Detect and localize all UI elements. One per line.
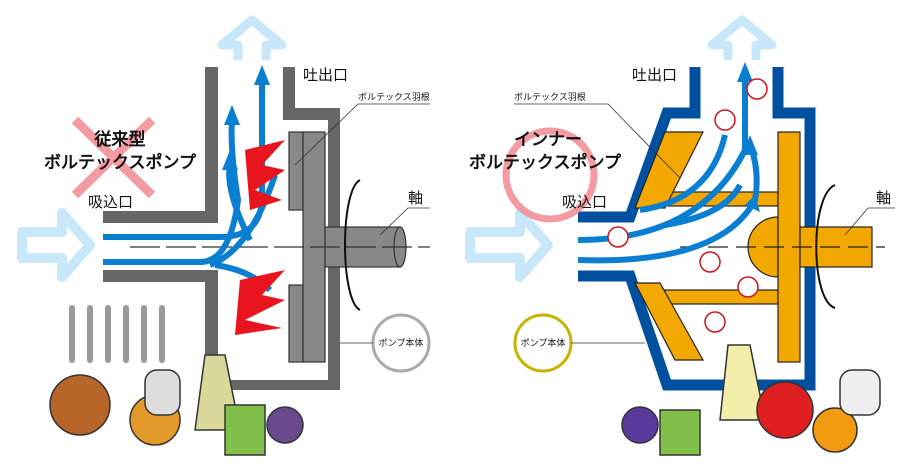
highlight-circle <box>502 127 598 223</box>
shaft-label: 軸 <box>876 189 891 207</box>
happy-characters <box>607 78 768 333</box>
shaft-label: 軸 <box>408 189 423 207</box>
clash-marks <box>235 140 285 335</box>
inlet-label: 吸込口 <box>88 193 133 211</box>
inflow-arrow <box>465 208 553 282</box>
happy-debris-characters <box>621 344 881 456</box>
rotation-arrow <box>815 184 836 309</box>
flow-arrowheads <box>222 65 270 170</box>
drain-grate <box>69 305 165 363</box>
inflow-arrow <box>17 208 95 282</box>
rotation-arrow <box>344 179 361 311</box>
cross-mark <box>71 116 156 199</box>
inlet-label: 吸込口 <box>562 193 607 211</box>
title-line2: ボルテックスポンプ <box>44 152 197 173</box>
outlet-label: 吐出口 <box>632 66 677 84</box>
vane-label: ボルテックス羽根 <box>358 91 430 103</box>
vane-label: ボルテックス羽根 <box>514 91 586 103</box>
pump-casing <box>578 67 816 391</box>
sad-debris-characters <box>49 354 304 456</box>
title-line1: 従来型 <box>94 129 146 150</box>
title-line1: インナー <box>514 130 582 150</box>
pump-casing <box>103 67 340 390</box>
outflow-arrow <box>217 15 287 60</box>
body-label: ポンプ本体 <box>521 337 566 349</box>
outlet-label: 吐出口 <box>303 66 348 84</box>
conventional-pump: 従来型 ボルテックスポンプ 吸込口 吐出口 ボルテックス羽根 軸 ポンプ本体 <box>17 15 431 456</box>
title-line2: ボルテックスポンプ <box>469 152 622 173</box>
body-label: ポンプ本体 <box>379 337 424 349</box>
inner-vortex-pump: インナー ボルテックスポンプ 吸込口 吐出口 ボルテックス羽根 軸 ポンプ本体 <box>465 15 895 456</box>
outflow-arrow <box>707 15 777 60</box>
flow-arrowheads <box>737 62 760 212</box>
